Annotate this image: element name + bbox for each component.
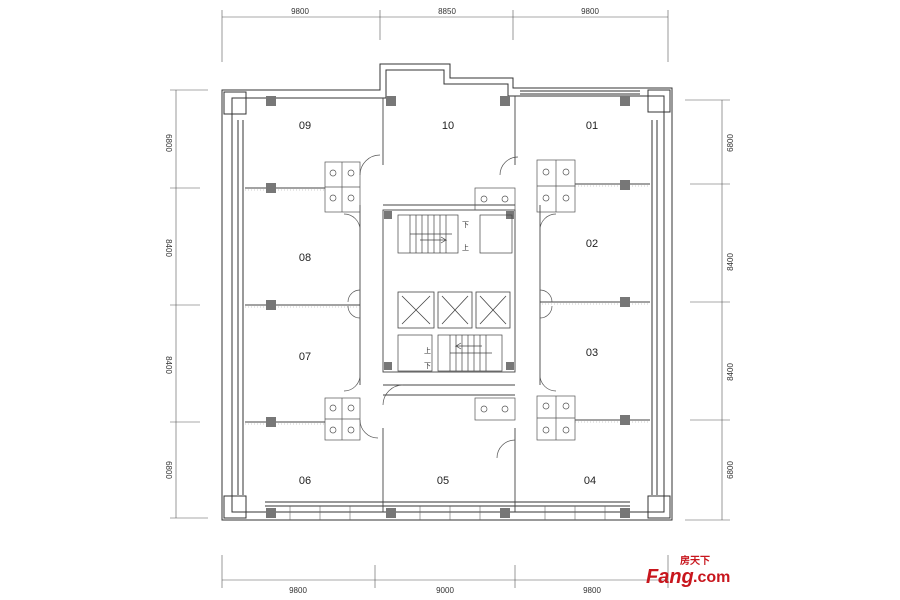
dim-right-2: 8400 (726, 253, 735, 271)
fang-logo[interactable]: 房天下 Fang .com (646, 554, 730, 588)
dim-right-4: 6800 (726, 461, 735, 479)
elevator-bank (397, 291, 511, 329)
dim-top-1: 9800 (291, 7, 309, 16)
room-label-07: 07 (299, 351, 311, 363)
room-label-10: 10 (442, 120, 454, 132)
dim-top-2: 8850 (438, 7, 456, 16)
logo-chinese-text: 房天下 (680, 554, 710, 567)
dim-bottom-3: 9800 (583, 586, 601, 595)
stair-upper (397, 214, 513, 254)
dim-top-3: 9800 (581, 7, 599, 16)
dimension-lines (170, 10, 730, 588)
logo-suffix-text: .com (693, 569, 730, 586)
dim-right-1: 6800 (726, 134, 735, 152)
room-label-01: 01 (586, 120, 598, 132)
bottom-window-mullions (289, 506, 606, 520)
toilet-blocks (324, 159, 576, 441)
room-label-09: 09 (299, 120, 311, 132)
room-label-02: 02 (586, 238, 598, 250)
stair-lower (397, 334, 503, 372)
room-label-06: 06 (299, 475, 311, 487)
dim-bottom-1: 9800 (289, 586, 307, 595)
dim-left-4: 6800 (164, 461, 173, 479)
stair-down-label-upper: 下 (462, 221, 469, 229)
door-swings (343, 154, 557, 459)
partitions (245, 96, 650, 512)
dim-right-3: 8400 (726, 363, 735, 381)
logo-main-text: Fang (646, 566, 694, 588)
room-label-08: 08 (299, 252, 311, 264)
stair-up-label-upper: 上 (462, 243, 469, 252)
dim-bottom-2: 9000 (436, 586, 454, 595)
room-label-05: 05 (437, 475, 449, 487)
outer-walls (221, 63, 673, 521)
dim-left-2: 8400 (164, 239, 173, 257)
window-divider-ticks (245, 185, 650, 425)
dim-left-3: 8400 (164, 356, 173, 374)
columns (266, 96, 630, 518)
room-label-03: 03 (586, 347, 598, 359)
stair-up-label-lower: 上 (424, 346, 431, 355)
dim-left-1: 6800 (164, 134, 173, 152)
stair-down-label-lower: 下 (424, 362, 431, 370)
room-label-04: 04 (584, 475, 596, 487)
